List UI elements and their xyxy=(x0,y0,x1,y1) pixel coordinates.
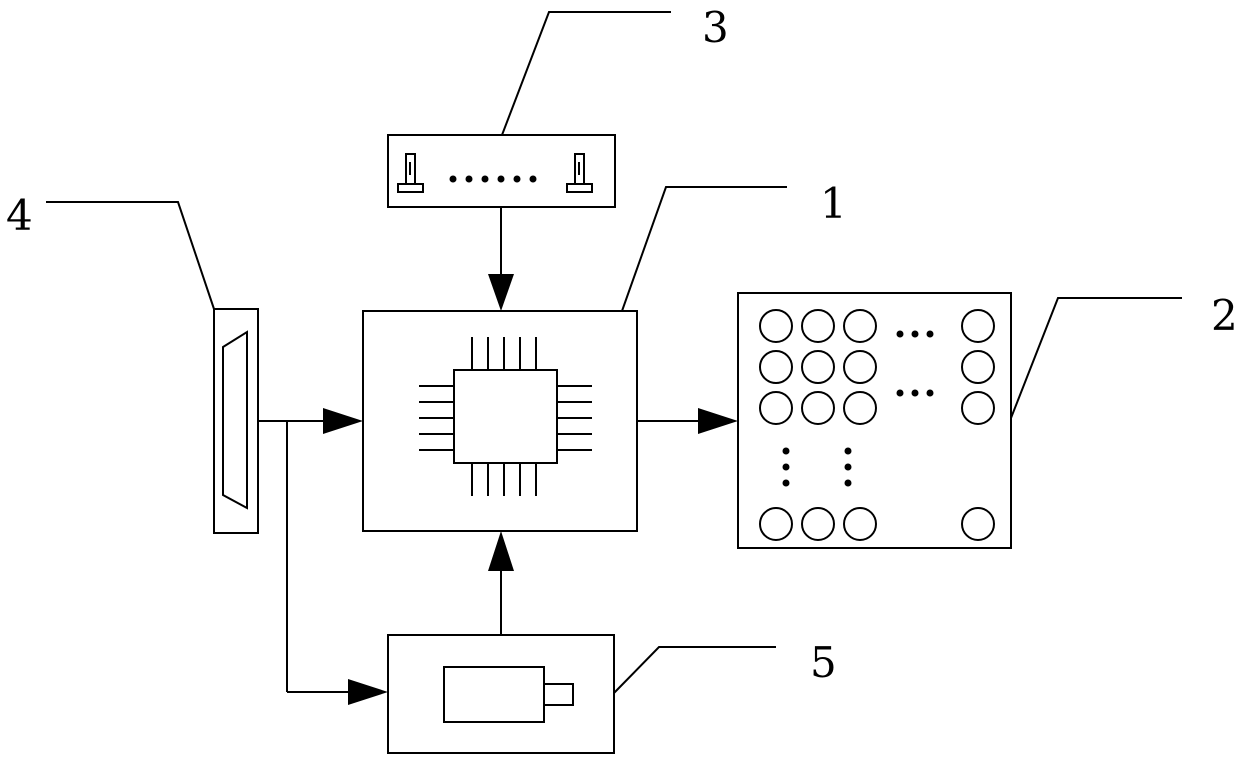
led xyxy=(802,392,834,424)
microcontroller-chip xyxy=(454,370,557,463)
led xyxy=(844,351,876,383)
led xyxy=(962,310,994,342)
controller-board xyxy=(363,311,637,531)
led xyxy=(962,508,994,540)
led xyxy=(802,508,834,540)
led xyxy=(844,508,876,540)
led xyxy=(844,310,876,342)
led xyxy=(802,351,834,383)
led xyxy=(962,351,994,383)
led-matrix xyxy=(738,293,1011,548)
power-module xyxy=(388,635,614,753)
label-3: 3 xyxy=(702,3,729,52)
arrow-up xyxy=(488,531,514,571)
led xyxy=(760,310,792,342)
button-strip xyxy=(388,135,615,207)
arrow-right xyxy=(323,408,363,434)
label-4: 4 xyxy=(6,191,33,240)
plug-body xyxy=(444,667,544,722)
led xyxy=(962,392,994,424)
led xyxy=(760,351,792,383)
led xyxy=(844,392,876,424)
arrow-right xyxy=(348,679,388,705)
label-1: 1 xyxy=(820,179,847,228)
label-5: 5 xyxy=(810,638,837,687)
led xyxy=(760,392,792,424)
led xyxy=(802,310,834,342)
arrow-right xyxy=(698,408,738,434)
label-2: 2 xyxy=(1211,291,1238,340)
plug-tip xyxy=(544,684,573,705)
arrow-down xyxy=(488,274,514,311)
connector-port xyxy=(214,309,258,533)
led xyxy=(760,508,792,540)
